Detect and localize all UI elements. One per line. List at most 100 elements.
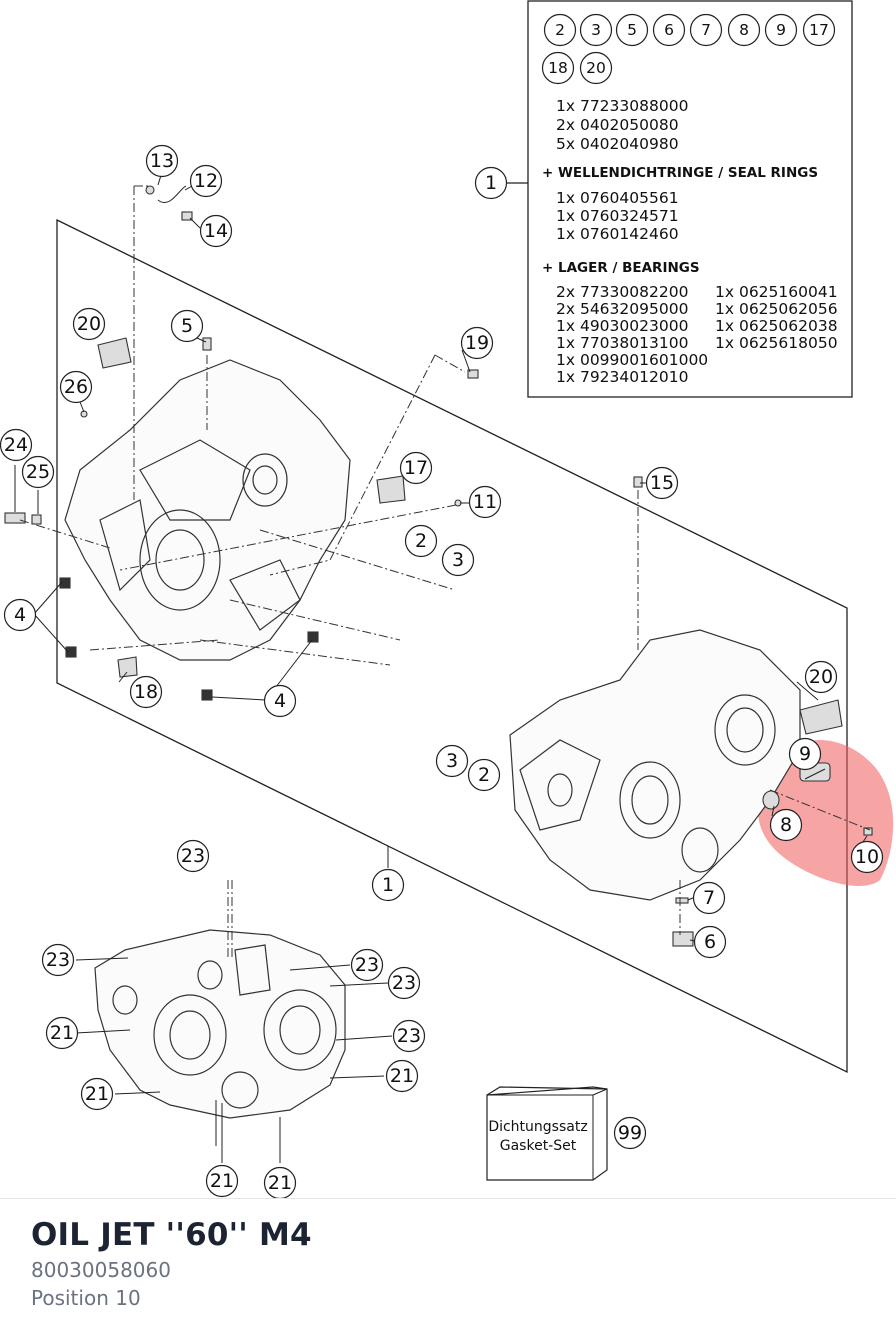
- part-callout-label: 21: [85, 1083, 109, 1105]
- part-callout: 11: [468, 485, 502, 519]
- part-callout-label: 3: [446, 750, 458, 772]
- bearing-line: 2x 54632095000: [556, 300, 688, 318]
- legend-part-number-circle: [689, 13, 723, 47]
- part-callout-circle: [371, 868, 405, 902]
- part-callout-circle: [170, 309, 204, 343]
- part-callout-circle: [145, 144, 179, 178]
- part-callout: 17: [399, 451, 433, 485]
- clamp-13: [145, 185, 155, 195]
- bearing-20-left: [97, 337, 132, 369]
- washer-25: [31, 514, 42, 525]
- part-callout-label: 26: [64, 376, 88, 398]
- part-callout: 23: [387, 966, 421, 1000]
- part-callout-label: 9: [799, 743, 811, 765]
- part-callout-circle: [45, 1016, 79, 1050]
- bearing-17: [376, 475, 406, 504]
- part-callout-label: 3: [452, 549, 464, 571]
- part-callout: 1: [371, 868, 405, 902]
- bearing-line: 1x 79234012010: [556, 368, 688, 386]
- oil-jet-10: [863, 827, 873, 836]
- legend-part-number-label: 5: [627, 21, 637, 39]
- part-callout-label: 15: [650, 472, 674, 494]
- bearing-line: 1x 49030023000: [556, 317, 688, 335]
- part-callout-circle: [392, 1019, 426, 1053]
- part-callout: 2: [404, 524, 438, 558]
- legend-part-number-label: 17: [809, 21, 829, 39]
- part-callout: 21: [80, 1077, 114, 1111]
- part-callout: 21: [385, 1059, 419, 1093]
- part-callout: 23: [41, 943, 75, 977]
- part-callout: 18: [129, 675, 163, 709]
- part-callout-label: 12: [194, 170, 218, 192]
- part-callout-circle: [176, 839, 210, 873]
- part-callout-circle: [692, 881, 726, 915]
- part-callout: 12: [189, 164, 223, 198]
- legend-part-number: 7: [689, 13, 723, 47]
- part-callout-label: 11: [473, 491, 497, 513]
- part-callout-label: 2: [478, 764, 490, 786]
- gasket-label-en: Gasket-Set: [500, 1138, 577, 1154]
- legend-part-number: 9: [764, 13, 798, 47]
- part-callout-circle: [59, 370, 93, 404]
- leader-lines: [14, 171, 868, 1163]
- part-callout: 20: [804, 660, 838, 694]
- part-callout-circle: [199, 214, 233, 248]
- part-callout-label: 7: [703, 887, 715, 909]
- part-callout-label: 23: [397, 1025, 421, 1047]
- screw-19: [467, 369, 479, 379]
- screw-5: [202, 337, 212, 351]
- bearing-line: 1x 0625160041: [715, 283, 838, 301]
- part-callout: 8: [769, 808, 803, 842]
- legend-part-number: 18: [541, 51, 575, 85]
- bearing-20-right: [799, 699, 843, 735]
- part-callout-circle: [404, 524, 438, 558]
- parts-line: 5x 0402040980: [556, 135, 679, 153]
- part-callout-circle: [205, 1164, 239, 1198]
- part-callout: 21: [205, 1164, 239, 1198]
- part-callout: 13: [145, 144, 179, 178]
- part-callout-circle: [769, 808, 803, 842]
- part-callout: 14: [199, 214, 233, 248]
- part-callout-label: 17: [404, 457, 428, 479]
- parts-list-callout-label: 1: [485, 172, 497, 194]
- seal-rings-heading: + WELLENDICHTRINGE / SEAL RINGS: [542, 165, 818, 181]
- part-callout-circle: [788, 737, 822, 771]
- gasket-set-callout-label: 99: [618, 1122, 642, 1144]
- part-callout-label: 20: [77, 313, 101, 335]
- bearing-18: [117, 656, 138, 678]
- seal-line: 1x 0760142460: [556, 225, 679, 243]
- bottom-crankcase-view: [94, 929, 346, 1119]
- part-callout: 3: [441, 543, 475, 577]
- part-callout: 5: [170, 309, 204, 343]
- part-callout: 15: [645, 466, 679, 500]
- part-callout-circle: [645, 466, 679, 500]
- part-callout: 23: [350, 948, 384, 982]
- legend-part-number: 5: [615, 13, 649, 47]
- hardware-parts: [4, 185, 873, 947]
- bearing-line: 1x 0625618050: [715, 334, 838, 352]
- parts-line: 2x 0402050080: [556, 116, 679, 134]
- part-callout-label: 4: [274, 690, 286, 712]
- sleeve-4-mid: [307, 631, 319, 643]
- legend-part-number-label: 2: [555, 21, 565, 39]
- part-position: Position 10: [31, 1286, 141, 1310]
- bearing-line: 1x 77038013100: [556, 334, 688, 352]
- part-callout-label: 6: [704, 931, 716, 953]
- part-callout: 4: [263, 684, 297, 718]
- legend-part-number-circle: [543, 13, 577, 47]
- seal-line: 1x 0760405561: [556, 189, 679, 207]
- legend-part-number: 20: [579, 51, 613, 85]
- part-callout: 9: [788, 737, 822, 771]
- part-callout-label: 5: [181, 315, 193, 337]
- bearings-heading: + LAGER / BEARINGS: [542, 260, 700, 276]
- part-callout: 2: [467, 758, 501, 792]
- part-callout-circle: [3, 598, 37, 632]
- legend-part-number-circle: [652, 13, 686, 47]
- part-callout: 7: [692, 881, 726, 915]
- part-callout-circle: [263, 684, 297, 718]
- assembly-guide-lines: [19, 185, 871, 960]
- part-callout-circle: [21, 455, 55, 489]
- part-callout-circle: [399, 451, 433, 485]
- part-callout-label: 23: [392, 972, 416, 994]
